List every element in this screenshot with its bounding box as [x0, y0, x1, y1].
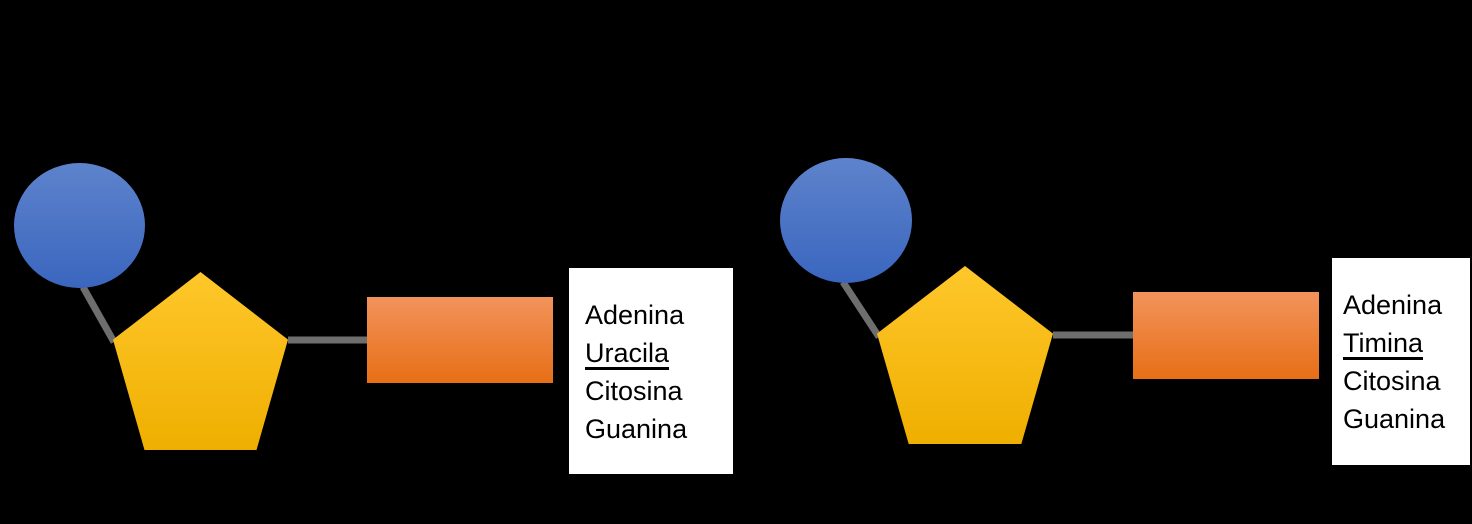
- left-phosphate-sugar-bond-line: [79, 285, 118, 344]
- left-bases-list-box: Adenina Uracila Citosina Guanina: [569, 268, 733, 474]
- right-phosphate-sugar-bond-line: [840, 280, 882, 339]
- left-nitrogen-base-rectangle: [367, 297, 553, 383]
- base-name: Adenina: [1343, 290, 1443, 320]
- left-phosphate-circle: [14, 163, 145, 288]
- base-name: Citosina: [585, 376, 683, 406]
- base-name-underlined: Timina: [1343, 328, 1424, 358]
- right-bases-list-box: Adenina Timina Citosina Guanina: [1332, 258, 1470, 465]
- base-name: Adenina: [585, 300, 685, 330]
- base-name-underlined: Uracila: [585, 338, 670, 368]
- right-phosphate-circle: [780, 158, 912, 283]
- right-nitrogen-base-rectangle: [1133, 292, 1319, 379]
- base-name: Citosina: [1343, 366, 1441, 396]
- base-name: Guanina: [585, 414, 688, 444]
- base-name: Guanina: [1343, 404, 1446, 434]
